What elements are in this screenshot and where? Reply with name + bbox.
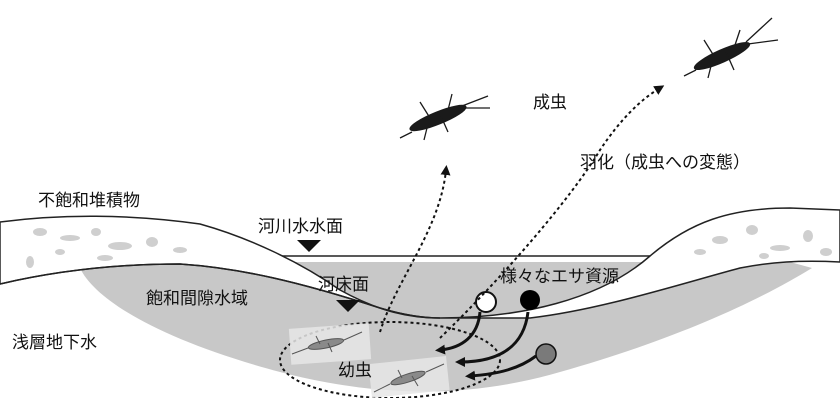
larva-habitat-ellipse <box>279 321 501 399</box>
stonefly-adult-icon <box>683 17 779 79</box>
label-riverbed-surface: 河床面 <box>318 275 369 295</box>
stonefly-larva-icon <box>373 363 445 393</box>
label-river-water-surface: 河川水水面 <box>258 217 343 237</box>
label-unsaturated-sediment: 不飽和堆積物 <box>38 191 140 211</box>
label-emergence: 羽化（成虫への変態） <box>580 153 750 173</box>
riverbed-marker <box>336 300 360 312</box>
label-food-resources: 様々なエサ資源 <box>500 267 619 287</box>
pebbles-right <box>694 225 832 259</box>
larva-image-1 <box>288 323 372 365</box>
food-resource-black-circle <box>520 290 540 310</box>
label-larva: 幼虫 <box>338 361 372 381</box>
larva-image-2 <box>368 356 450 398</box>
label-shallow-groundwater: 浅層地下水 <box>12 333 97 353</box>
adult-insect-2 <box>683 17 779 79</box>
stonefly-adult-icon <box>399 93 490 141</box>
food-flow-arrows <box>435 311 537 381</box>
label-adult: 成虫 <box>533 93 567 113</box>
label-saturated-pore-zone: 飽和間隙水域 <box>146 289 248 309</box>
unsaturated-sediment-right <box>439 207 840 319</box>
adult-insect-1 <box>399 93 490 141</box>
food-resource-gray-circle <box>535 343 557 365</box>
emergence-arrows <box>379 85 665 339</box>
food-resource-open-circle <box>475 291 497 313</box>
ground-line-left <box>0 263 441 319</box>
pebbles-left <box>26 228 187 268</box>
stonefly-larva-icon <box>291 331 363 355</box>
water-surface-marker <box>297 240 321 252</box>
